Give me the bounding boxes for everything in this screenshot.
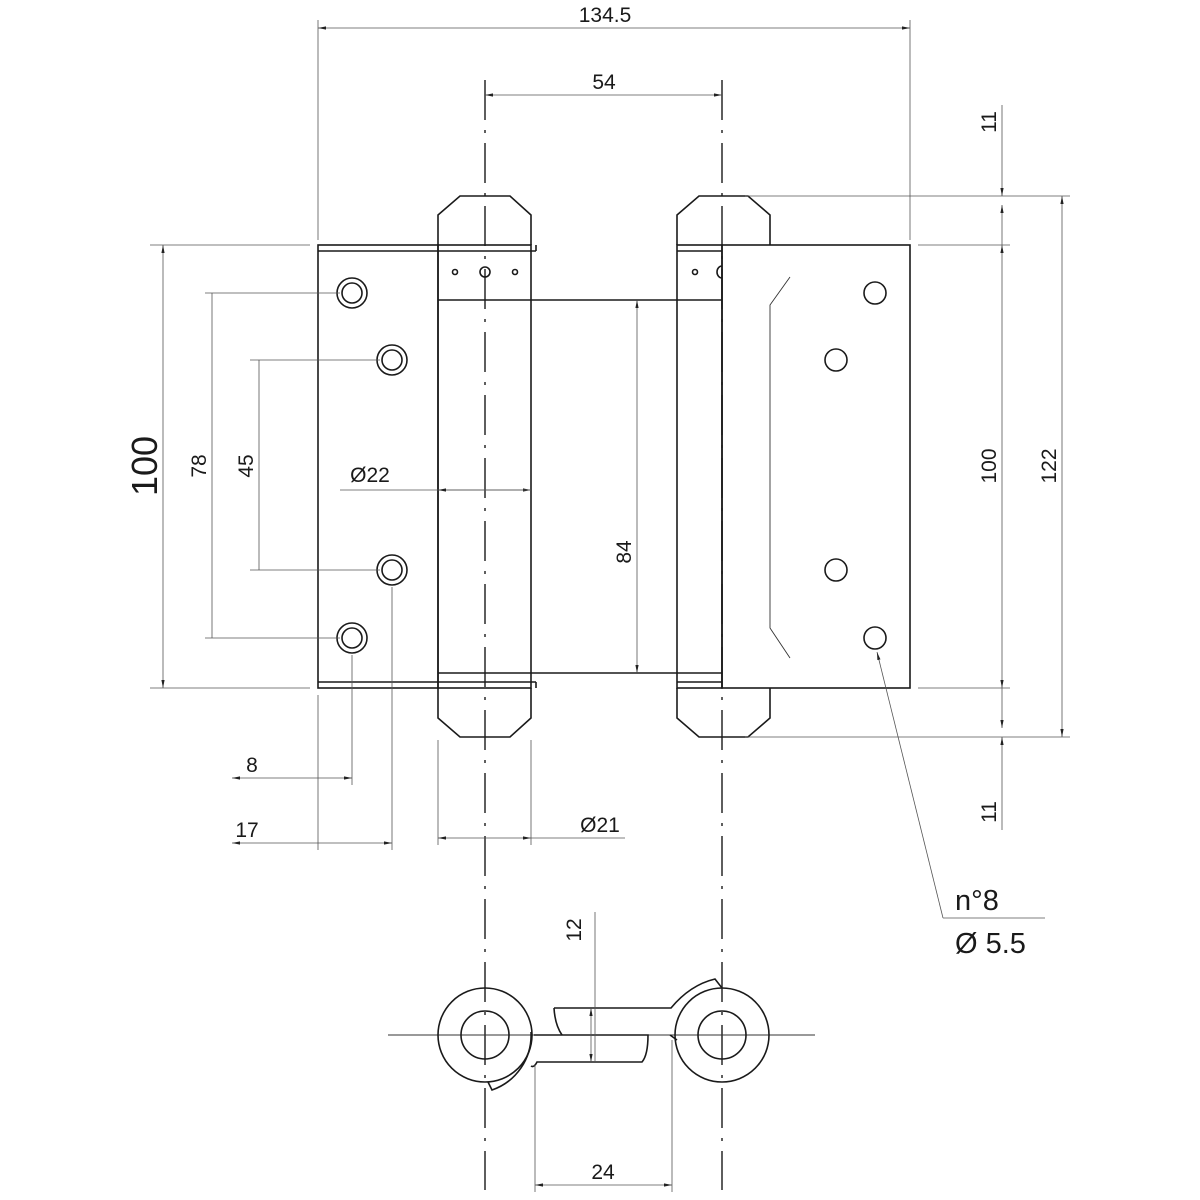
dim-hole-spacing-outer: 78	[188, 454, 211, 477]
centerlines	[388, 80, 815, 1190]
hole-diameter-label: Ø 5.5	[955, 928, 1026, 960]
dim-plate-height-right: 100	[978, 448, 1001, 483]
dim-total-height: 122	[1038, 448, 1061, 483]
right-barrel	[676, 195, 771, 738]
dim-hole-offset-inner: 17	[235, 819, 258, 842]
dim-barrel-diameter: Ø22	[350, 464, 390, 487]
dim-cap-bottom: 11	[978, 801, 1001, 823]
dim-axis-distance: 54	[592, 71, 616, 94]
spring-section	[531, 299, 677, 674]
dim-hole-offset-outer: 8	[246, 754, 258, 777]
screw-holes-right	[824, 281, 887, 650]
left-barrel	[437, 195, 532, 738]
dimension-labels: 134.5 54 11 11 100 78 45 Ø22 84 100 122 …	[124, 4, 1061, 1184]
dimension-lines	[150, 20, 1070, 919]
dim-cap-top: 11	[978, 111, 1001, 133]
dim-overall-width: 134.5	[579, 4, 632, 27]
right-leaf-plate	[721, 244, 911, 689]
dim-section-thickness: 12	[563, 918, 586, 941]
dim-spring-length: 84	[613, 540, 636, 564]
dim-section-gap: 24	[591, 1161, 615, 1184]
dim-barrel-diameter-lower: Ø21	[580, 814, 620, 837]
dim-plate-height-left: 100	[124, 436, 165, 496]
hole-count-label: n°8	[955, 885, 999, 917]
dim-hole-spacing-inner: 45	[235, 454, 258, 477]
section-view	[437, 912, 770, 1192]
